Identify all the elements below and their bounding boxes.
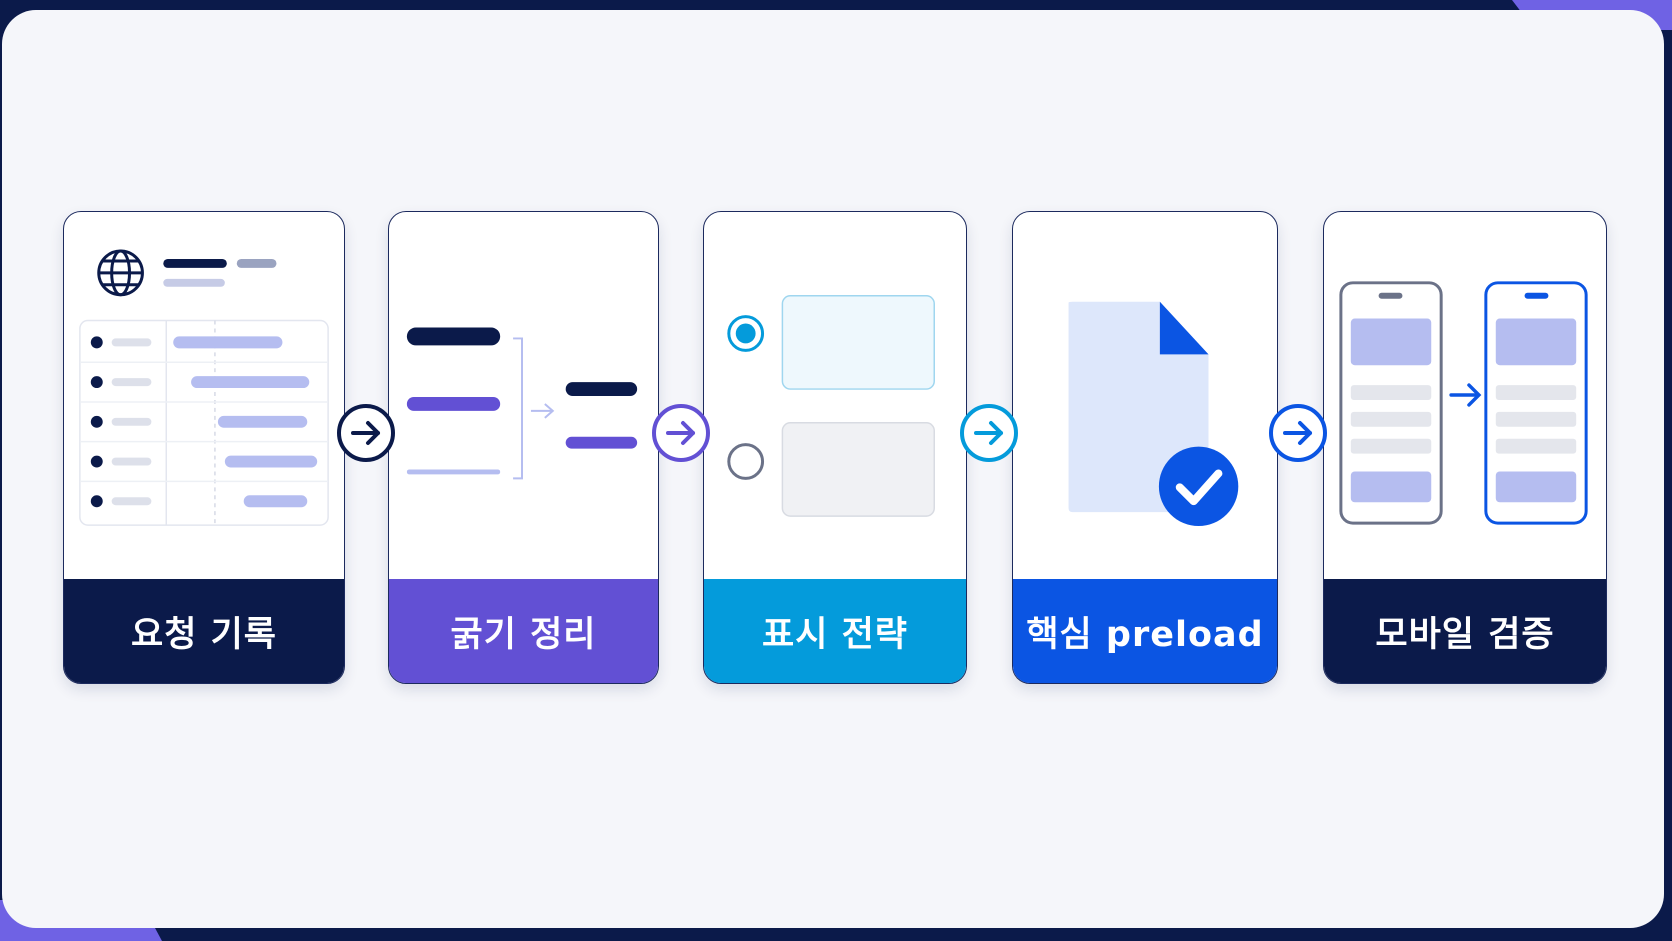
step-label: 표시 전략 [704, 579, 966, 683]
arrow-right-icon [1449, 383, 1482, 407]
preload-document-icon [1068, 301, 1239, 527]
arrow-right-icon [960, 404, 1018, 462]
step-label: 굵기 정리 [389, 579, 658, 683]
step-card-display-strategy: 표시 전략 [703, 211, 967, 684]
step-card-request-log: 요청 기록 [63, 211, 345, 684]
step-card-weight-cleanup: 굵기 정리 [388, 211, 659, 684]
display-strategy-icon [727, 295, 935, 517]
arrow-right-icon [652, 404, 710, 462]
step-label: 모바일 검증 [1324, 579, 1606, 683]
arrow-right-icon [1269, 404, 1327, 462]
globe-icon [97, 249, 144, 297]
step-label: 핵심 preload [1013, 579, 1277, 683]
step-card-mobile-verify: 모바일 검증 [1323, 211, 1607, 684]
weight-merge-icon [406, 327, 638, 480]
step-label: 요청 기록 [64, 579, 344, 683]
phone-before [1339, 281, 1443, 525]
radio-unselected [727, 443, 765, 480]
check-circle-icon [1158, 446, 1239, 527]
step-card-core-preload: 핵심 preload [1012, 211, 1278, 684]
mobile-compare-icon [1339, 281, 1588, 525]
radio-selected [727, 315, 765, 352]
request-waterfall-icon [79, 249, 329, 526]
arrow-right-icon [337, 404, 395, 462]
phone-after [1484, 281, 1588, 525]
